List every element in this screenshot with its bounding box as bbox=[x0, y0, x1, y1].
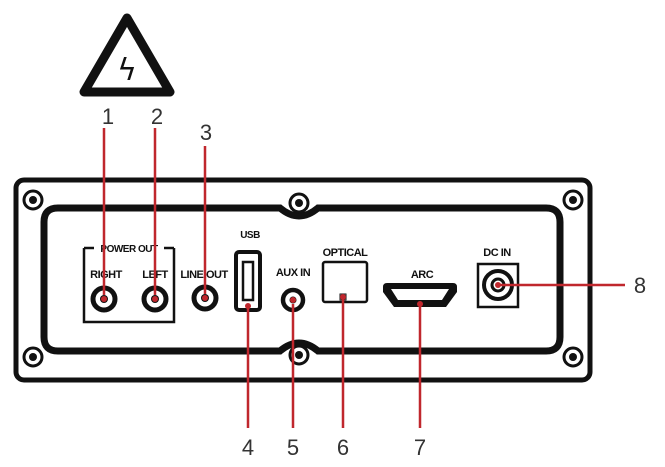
screw-icon bbox=[288, 344, 310, 366]
arc-label: ARC bbox=[411, 269, 434, 281]
callout-lines bbox=[102, 128, 625, 428]
callout-number-4: 4 bbox=[242, 435, 254, 460]
hdmi-arc-port bbox=[383, 283, 457, 307]
screw-icon bbox=[22, 189, 44, 211]
inner-panel bbox=[40, 204, 564, 355]
callout-number-6: 6 bbox=[337, 435, 349, 460]
callout-number-8: 8 bbox=[634, 273, 646, 298]
high-voltage-warning-icon: ϟ bbox=[79, 13, 175, 97]
callout-dot bbox=[290, 297, 296, 303]
callout-number-3: 3 bbox=[200, 120, 212, 145]
screw-icon bbox=[562, 189, 584, 211]
callout-dot bbox=[495, 282, 501, 288]
callout-dot bbox=[152, 296, 158, 302]
callout-number-2: 2 bbox=[151, 104, 163, 129]
callout-dot bbox=[417, 301, 423, 307]
device-body bbox=[13, 177, 593, 383]
power-out-label: POWER OUT bbox=[100, 244, 158, 255]
usb-label: USB bbox=[240, 230, 260, 241]
screw-icon bbox=[22, 346, 44, 368]
aux-in-label: AUX IN bbox=[276, 267, 311, 279]
callout-number-1: 1 bbox=[102, 104, 114, 129]
dc-in-label: DC IN bbox=[483, 247, 511, 259]
callout-dot bbox=[101, 296, 107, 302]
optical-label: OPTICAL bbox=[323, 247, 369, 259]
power-out-bracket bbox=[82, 248, 176, 324]
callout-dot bbox=[340, 294, 346, 300]
callout-dot bbox=[202, 295, 208, 301]
callout-number-5: 5 bbox=[287, 435, 299, 460]
callout-number-7: 7 bbox=[414, 435, 426, 460]
bolt-glyph: ϟ bbox=[117, 53, 137, 88]
screw-icon bbox=[562, 346, 584, 368]
optical-port bbox=[321, 260, 369, 304]
callout-dot bbox=[245, 303, 251, 309]
screw-icon bbox=[288, 192, 310, 214]
usb-port bbox=[234, 250, 262, 312]
right-label: RIGHT bbox=[90, 269, 123, 281]
